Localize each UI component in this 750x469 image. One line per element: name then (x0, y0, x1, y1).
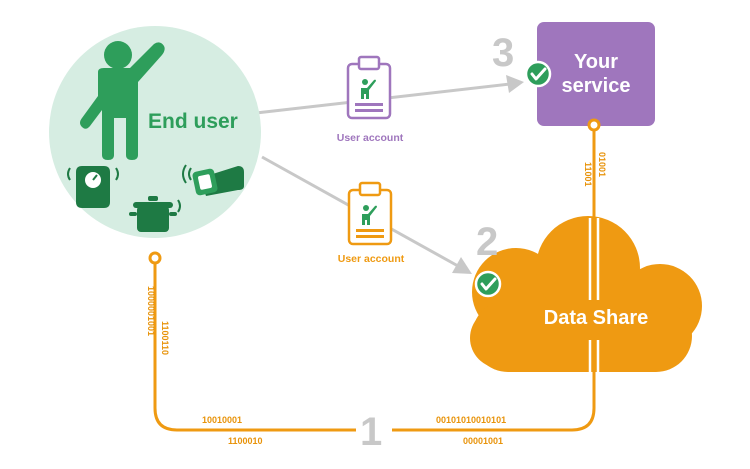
watch-icon (182, 164, 244, 196)
end-user-label: End user (148, 110, 238, 133)
binary-right-a: 11001 (583, 162, 593, 187)
scale-icon (67, 166, 119, 208)
data-share-cloud (470, 216, 702, 372)
service-label-line1: Your (574, 51, 618, 73)
binary-bottom-c: 00101010010101 (436, 415, 506, 425)
user-account-label-orange: User account (338, 253, 405, 265)
step-2-check-icon (474, 270, 502, 298)
data-path-bottom-right (392, 128, 596, 432)
binary-left-a: 1000001001 (146, 286, 156, 336)
step-3-check-icon (524, 60, 552, 88)
binary-right-b: 01001 (597, 152, 607, 177)
user-account-badge-orange (347, 181, 393, 246)
data-share-label: Data Share (544, 307, 649, 329)
step-1-number: 1 (360, 410, 382, 454)
data-path-bottom (153, 258, 356, 432)
binary-bottom-d: 00001001 (463, 436, 503, 446)
service-box (537, 22, 655, 126)
pot-icon (129, 196, 181, 232)
binary-left-b: 1100110 (160, 321, 170, 355)
binary-bottom-a: 10010001 (202, 415, 242, 425)
service-connector-dot (587, 118, 601, 132)
step-3-number: 3 (492, 31, 514, 75)
binary-bottom-b: 1100010 (228, 436, 263, 446)
user-account-label-purple: User account (337, 132, 404, 144)
step-2-number: 2 (476, 220, 498, 264)
user-account-badge-purple (346, 55, 392, 120)
path-start-dot (148, 251, 162, 265)
person-icon (80, 41, 165, 160)
service-label-line2: service (562, 75, 631, 97)
